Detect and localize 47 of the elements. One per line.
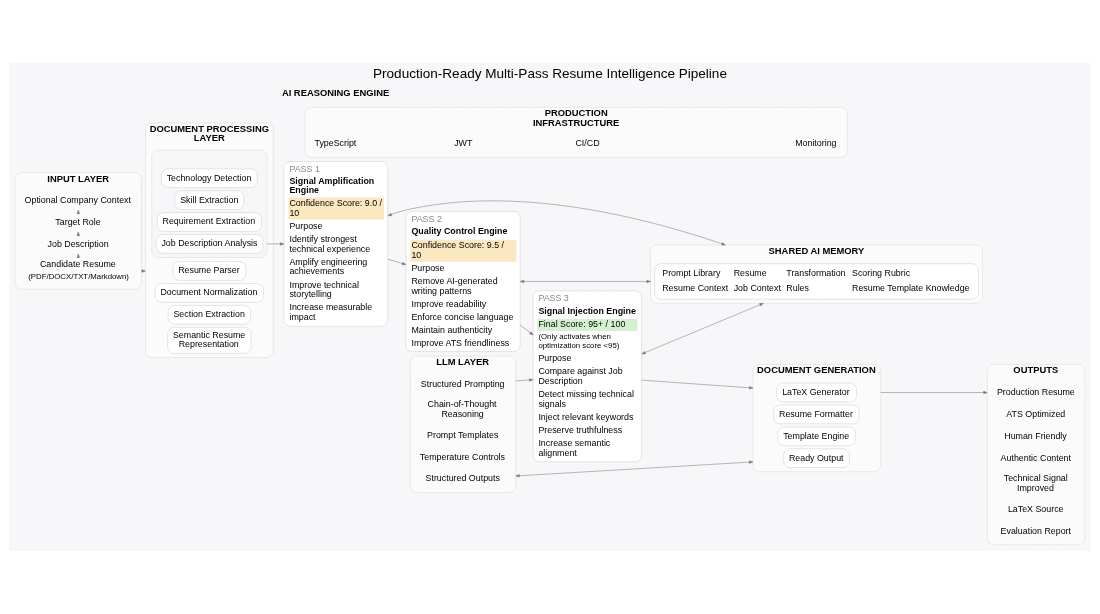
- label: AI REASONING ENGINE: [281, 87, 390, 98]
- node-box: Document Normalization: [154, 283, 264, 303]
- arrow: [519, 324, 534, 336]
- diagram-title: Production-Ready Multi-Pass Resume Intelligence Pipeline: [373, 66, 727, 82]
- node-text: Technical Signal Improved: [1003, 472, 1068, 493]
- node-box: Section Extraction: [167, 305, 251, 325]
- node-box: Semantic Resume Representation: [167, 327, 252, 354]
- node-text: Human Friendly: [1004, 430, 1067, 441]
- node-box: Prompt Library Resume Transformation Scoring Rubric Resume Context Job Context Rules Resume Template Knowledge: [654, 263, 979, 300]
- node-box: Technology Detection: [161, 168, 258, 188]
- node-text: Chain-of-Thought Reasoning: [427, 398, 497, 419]
- node-text: ATS Optimized: [1006, 408, 1066, 419]
- node-text: Monitoring: [795, 138, 837, 149]
- node-text: Prompt Templates: [427, 429, 499, 440]
- node-text: Evaluation Report: [1000, 525, 1072, 536]
- node-box: LaTeX Generator: [776, 382, 857, 403]
- arrow: [519, 279, 651, 283]
- node-text: Production Resume: [996, 386, 1075, 397]
- node-text: JWT: [454, 138, 473, 149]
- arrow: [880, 390, 988, 395]
- node-box: Requirement Extraction: [157, 212, 262, 232]
- node-text: Optional Company Context: [24, 195, 131, 206]
- arrow: [641, 379, 754, 390]
- arrow: [266, 242, 285, 246]
- arrow: [515, 460, 754, 478]
- arrow: [387, 200, 726, 246]
- arrow: [641, 303, 764, 355]
- node-box: Job Description Analysis: [155, 234, 264, 254]
- node-box: Resume Parser: [172, 261, 247, 281]
- node-text: Job Description: [47, 238, 109, 249]
- arrow: [387, 259, 407, 266]
- node-box: Resume Formatter: [773, 404, 860, 425]
- arrow: [515, 378, 534, 382]
- node-text: CI/CD: [575, 138, 600, 149]
- node-text: Target Role: [55, 216, 101, 227]
- cluster: [151, 149, 268, 258]
- node-box: PASS 1 Signal Amplification Engine Confidence Score: 9.0 / 10 Purpose Identify strongest technical experience Amplify engineering achievements Improve technical storytelling Increase measurable impact: [283, 161, 388, 327]
- node-box: PASS 2 Quality Control Engine Confidence Score: 9.5 / 10 Purpose Remove AI-generated writing patterns Improve readability Enforce concise language Maintain authenticity Improve ATS friendliness: [405, 211, 521, 352]
- node-text: Structured Outputs: [425, 473, 500, 484]
- node-text: LaTeX Source: [1007, 503, 1064, 514]
- node-text: Temperature Controls: [419, 451, 505, 462]
- node-text: Authentic Content: [1000, 452, 1072, 463]
- node-box: Ready Output: [783, 448, 850, 468]
- node-text: TypeScript: [314, 138, 357, 149]
- node-text: Structured Prompting: [420, 378, 505, 389]
- node-box: Skill Extraction: [174, 190, 245, 210]
- node-box: Template Engine: [777, 426, 856, 446]
